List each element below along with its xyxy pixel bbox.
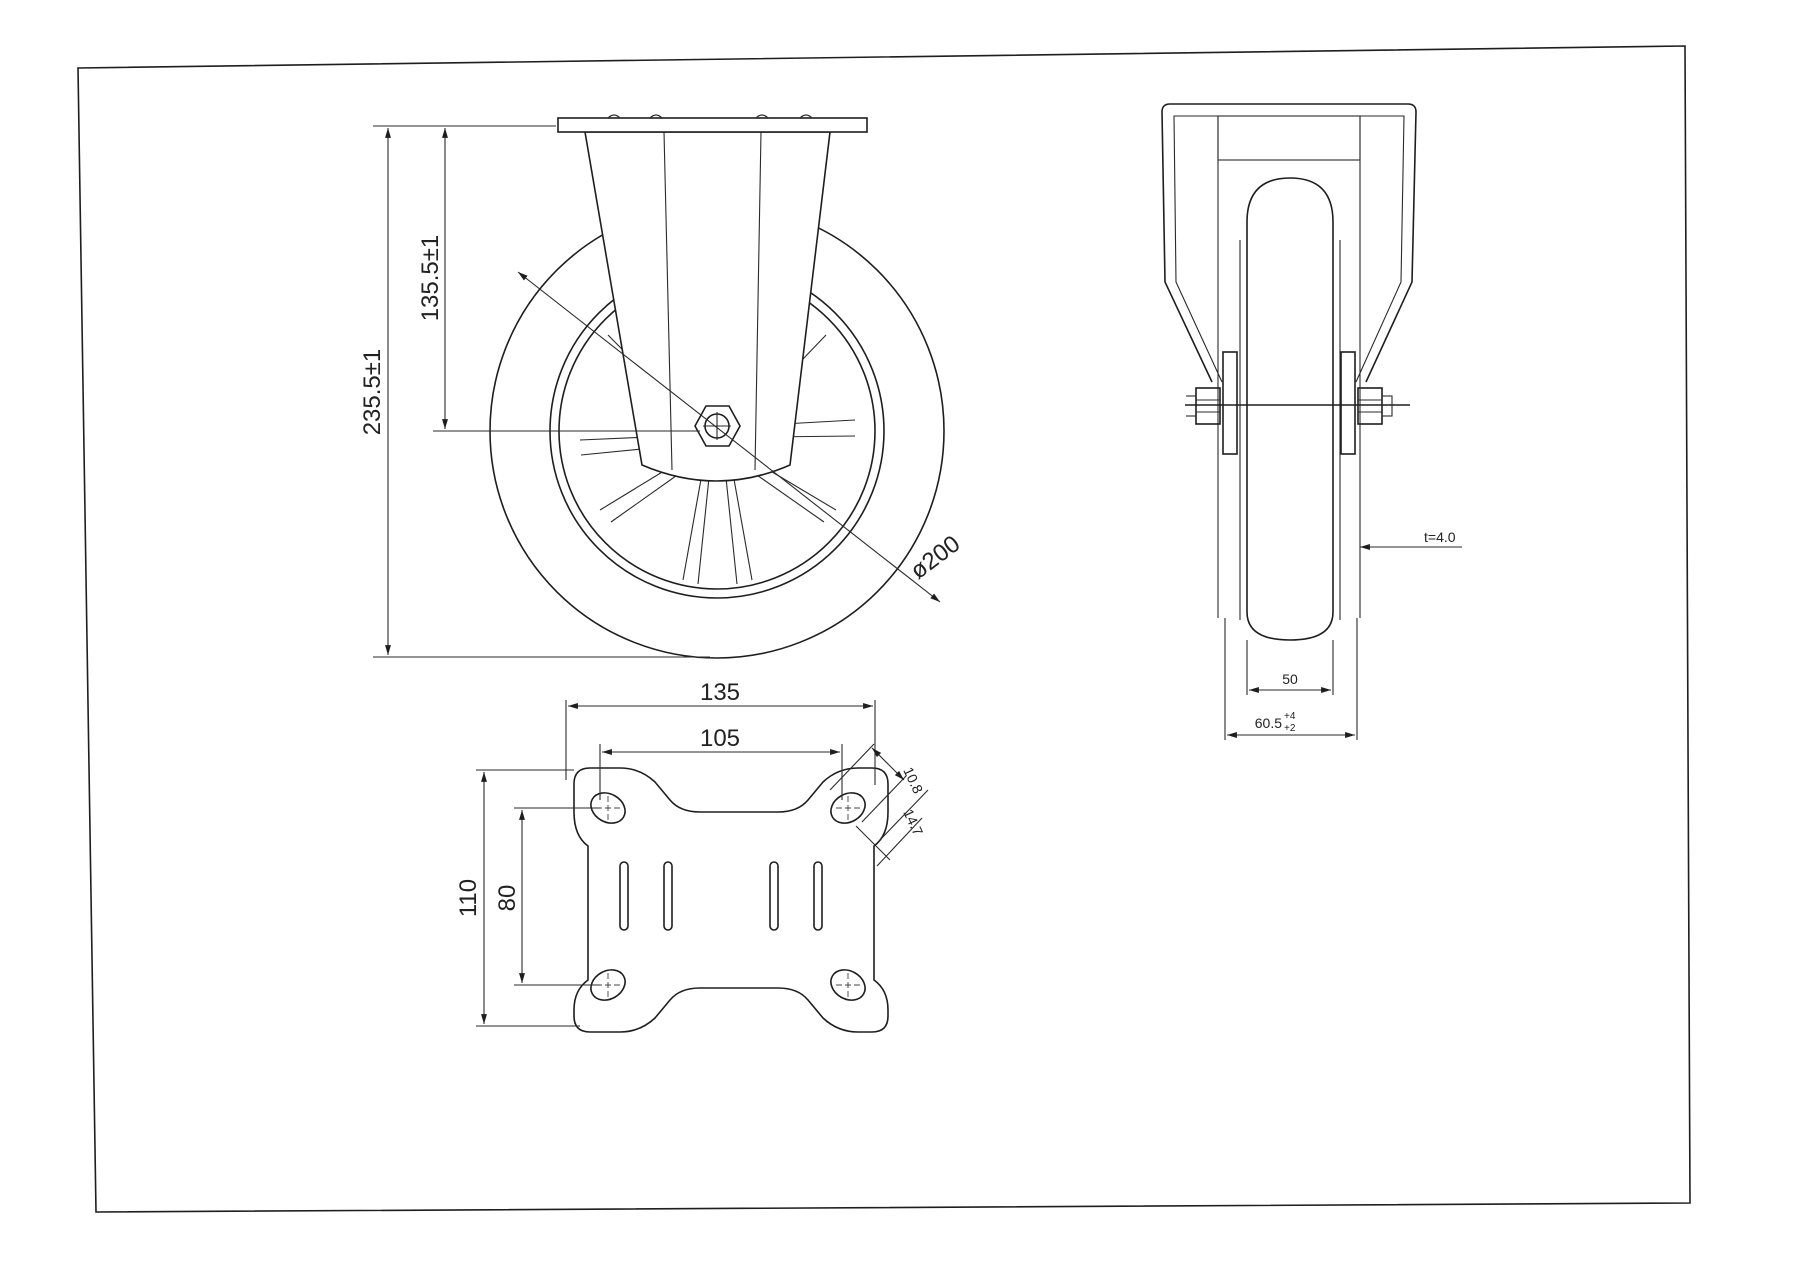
slot-width-label: 10.8 [900, 765, 926, 797]
plate-height-label: 110 [455, 879, 482, 917]
bracket-outline [1161, 103, 1417, 383]
thickness-label: t=4.0 [1424, 529, 1456, 545]
total-height-label: 235.5±1 [359, 349, 386, 436]
bracket-width-label: 60.5 [1255, 715, 1282, 731]
plate-ribs [619, 861, 823, 931]
top-plate-outline [573, 767, 889, 1033]
top-plate-view: 135 105 110 80 10.8 14.7 [455, 679, 929, 1033]
top-plate-side [557, 117, 868, 133]
bracket-tol-upper: +4 [1284, 711, 1296, 722]
axle-nut-left [1195, 387, 1221, 425]
slot-length-label: 14.7 [900, 807, 926, 839]
wheel-front [1246, 177, 1334, 641]
hole-spacing-y-label: 80 [494, 885, 521, 912]
wheel-diameter-label: ø200 [905, 530, 965, 584]
bracket-tol-lower: +2 [1284, 723, 1296, 734]
plate-width-label: 135 [700, 679, 740, 706]
drawing-frame [77, 45, 1691, 1213]
fork-body [584, 131, 831, 482]
axle-height-label: 135.5±1 [417, 235, 444, 322]
side-view: ø200 235.5±1 135.5±1 [359, 114, 965, 659]
hole-spacing-x-label: 105 [700, 725, 740, 752]
wheel-width-label: 50 [1282, 671, 1298, 687]
front-view: t=4.0 50 60.5 +4 +2 [1161, 103, 1462, 740]
axle-nut-right [1357, 387, 1383, 425]
